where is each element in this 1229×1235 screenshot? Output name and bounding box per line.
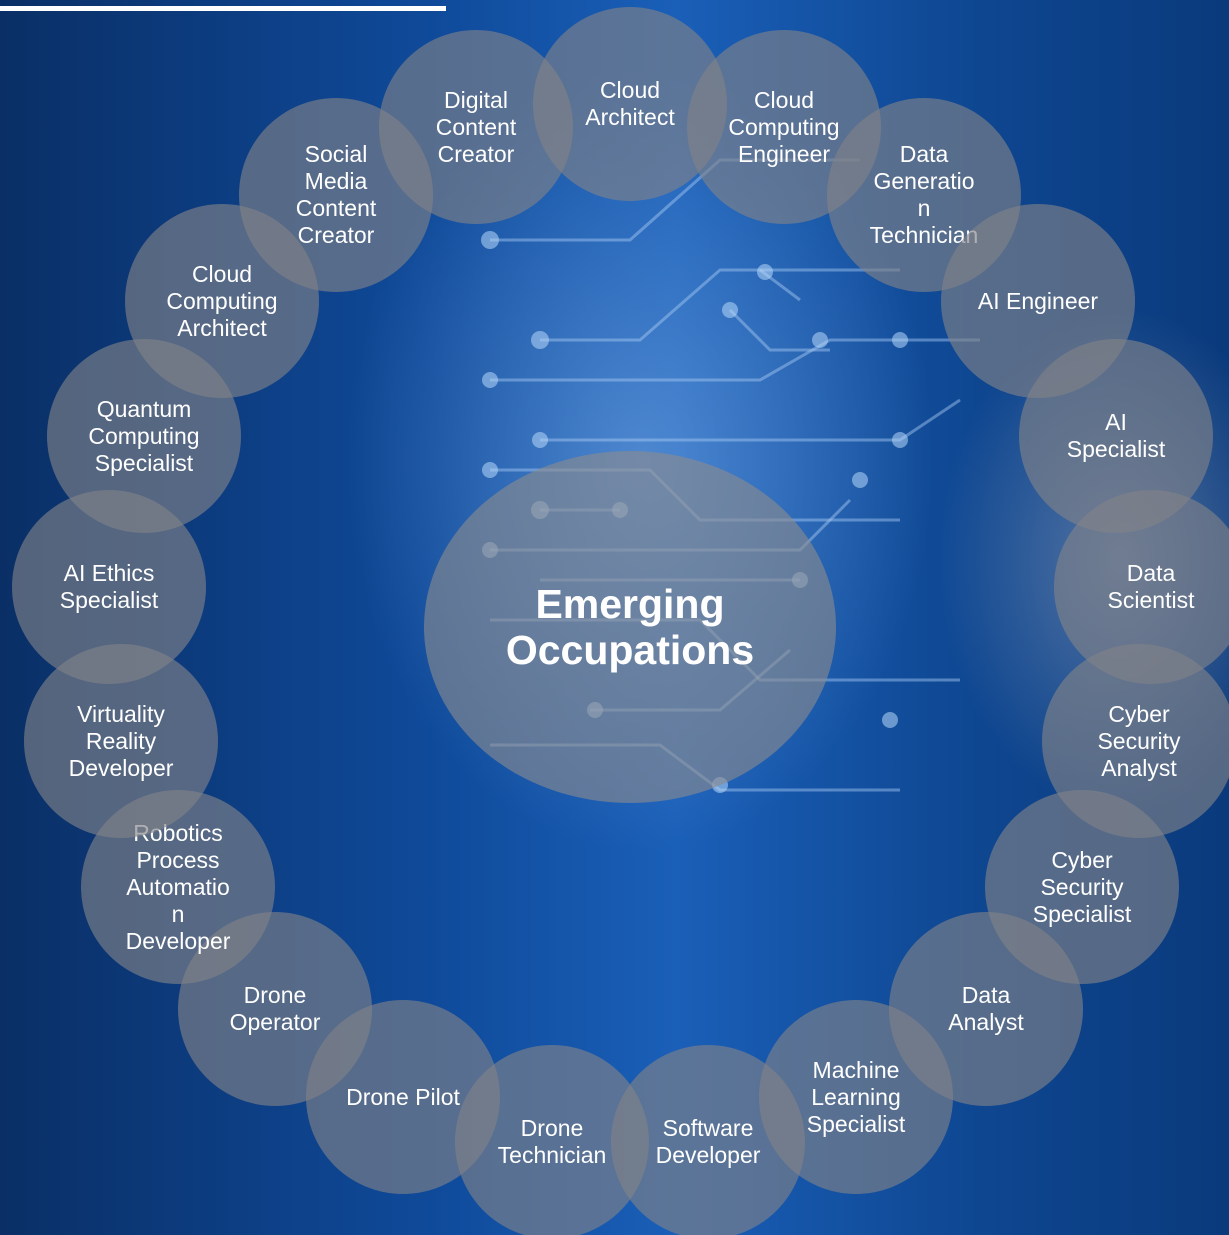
occupation-label: Drone Operator <box>229 982 321 1035</box>
occupation-label: Cyber Security Specialist <box>1032 846 1132 927</box>
occupation-node-cyber-security-specialist: Cyber Security Specialist <box>985 790 1179 984</box>
center-node-emerging-occupations: Emerging Occupations <box>424 451 836 803</box>
occupation-node-machine-learning-specialist: Machine Learning Specialist <box>759 1000 953 1194</box>
occupation-node-social-media-content-creator: Social Media Content Creator <box>239 98 433 292</box>
occupation-label: Robotics Process Automatio n Developer <box>125 819 231 954</box>
occupation-label: Software Developer <box>655 1115 761 1168</box>
occupation-label: Data Generatio n Technician <box>869 141 979 248</box>
occupation-label: Data Scientist <box>1107 560 1195 613</box>
occupation-label: Drone Pilot <box>346 1083 460 1110</box>
occupation-label: Cyber Security Analyst <box>1097 700 1181 781</box>
occupation-label: Virtuality Reality Developer <box>68 700 174 781</box>
occupation-label: Machine Learning Specialist <box>806 1056 906 1137</box>
occupation-label: AI Ethics Specialist <box>59 560 159 613</box>
occupation-label: Cloud Computing Engineer <box>728 86 840 167</box>
occupation-label: Drone Technician <box>497 1115 607 1168</box>
occupation-label: AI Specialist <box>1066 409 1166 462</box>
occupation-label: Quantum Computing Specialist <box>88 395 200 476</box>
occupation-node-digital-content-creator: Digital Content Creator <box>379 30 573 224</box>
occupation-label: Digital Content Creator <box>435 86 517 167</box>
center-node-label: Emerging Occupations <box>505 581 755 673</box>
occupation-label: Social Media Content Creator <box>295 141 377 248</box>
title-underline <box>0 6 446 11</box>
occupation-label: Cloud Computing Architect <box>166 260 278 341</box>
occupation-node-software-developer: Software Developer <box>611 1045 805 1235</box>
occupation-label: AI Engineer <box>977 287 1099 314</box>
occupation-label: Cloud Architect <box>585 77 675 130</box>
occupation-label: Data Analyst <box>948 982 1024 1035</box>
